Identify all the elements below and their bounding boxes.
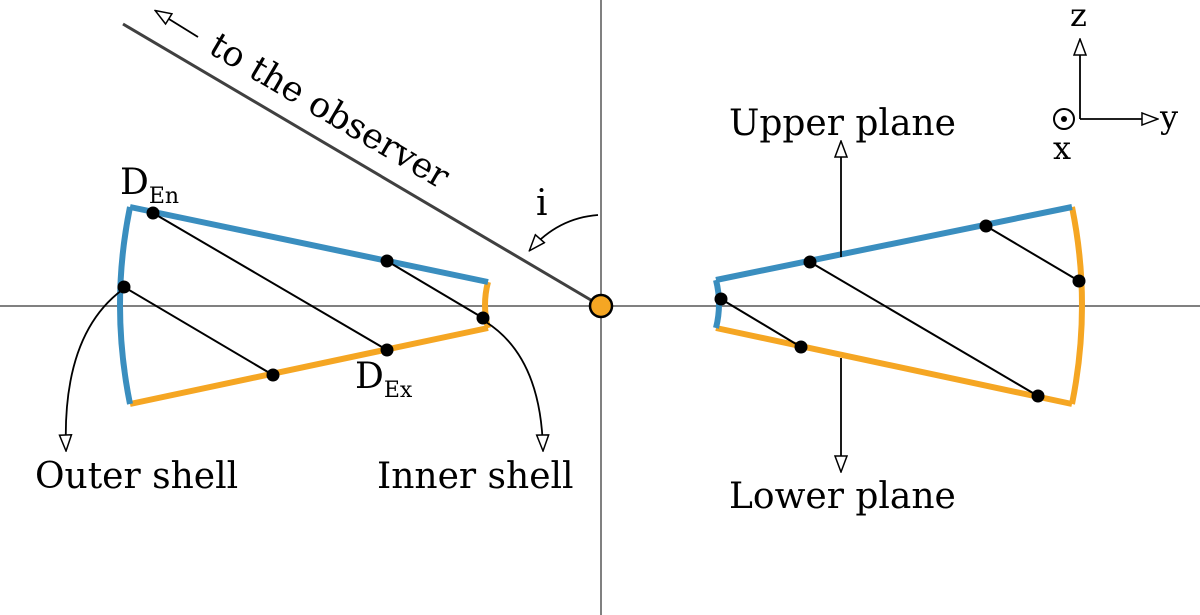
left-path-2 — [386, 260, 484, 319]
central-source — [588, 293, 614, 319]
left-upper-plane — [129, 204, 489, 285]
y-axis-label: y — [1159, 98, 1178, 136]
d-en-subscript: En — [149, 184, 179, 209]
right-disk — [713, 204, 1086, 407]
z-axis-label: z — [1070, 0, 1087, 34]
left-path-1 — [152, 212, 388, 351]
coordinate-triad: z y x — [1053, 0, 1178, 167]
left-inner-point — [476, 311, 490, 325]
point-d-ex — [380, 343, 394, 357]
right-lower-plane — [715, 325, 1073, 407]
left-inner-shell — [482, 281, 491, 329]
right-inner-point — [714, 292, 728, 306]
point-d-en — [146, 206, 160, 220]
x-axis-dot — [1061, 116, 1067, 122]
right-path-3 — [720, 298, 802, 348]
outer-shell-label: Outer shell — [35, 456, 238, 497]
left-lower-point — [266, 368, 280, 382]
right-upper-point-1 — [803, 255, 817, 269]
d-ex-label: DEx — [355, 356, 413, 403]
left-path-3 — [123, 286, 274, 376]
right-upper-plane — [715, 204, 1073, 283]
d-en-label: DEn — [120, 162, 179, 209]
observer-line — [122, 22, 602, 308]
d-ex-main: D — [355, 356, 384, 397]
inner-shell-pointer — [485, 321, 543, 450]
inner-shell-label: Inner shell — [377, 456, 574, 497]
lower-plane-label: Lower plane — [729, 476, 956, 517]
right-upper-point-2 — [979, 219, 993, 233]
d-en-main: D — [120, 162, 149, 203]
observer-label: to the observer — [202, 25, 456, 197]
x-axis-label: x — [1053, 129, 1071, 167]
right-path-2 — [985, 225, 1080, 282]
observer-arrow — [156, 11, 199, 38]
d-ex-subscript: Ex — [384, 378, 413, 403]
left-outer-shell — [117, 206, 133, 405]
inclination-label: i — [536, 183, 548, 224]
right-outer-point — [1072, 274, 1086, 288]
left-upper-point — [380, 254, 394, 268]
left-lower-plane — [129, 325, 489, 407]
right-path-1 — [809, 261, 1039, 397]
right-lower-point-1 — [794, 340, 808, 354]
inclination-arc — [530, 214, 599, 250]
left-disk — [117, 204, 491, 407]
right-outer-shell — [1069, 206, 1085, 405]
outer-shell-pointer — [66, 289, 123, 450]
right-lower-point-2 — [1031, 389, 1045, 403]
upper-plane-label: Upper plane — [729, 103, 956, 144]
